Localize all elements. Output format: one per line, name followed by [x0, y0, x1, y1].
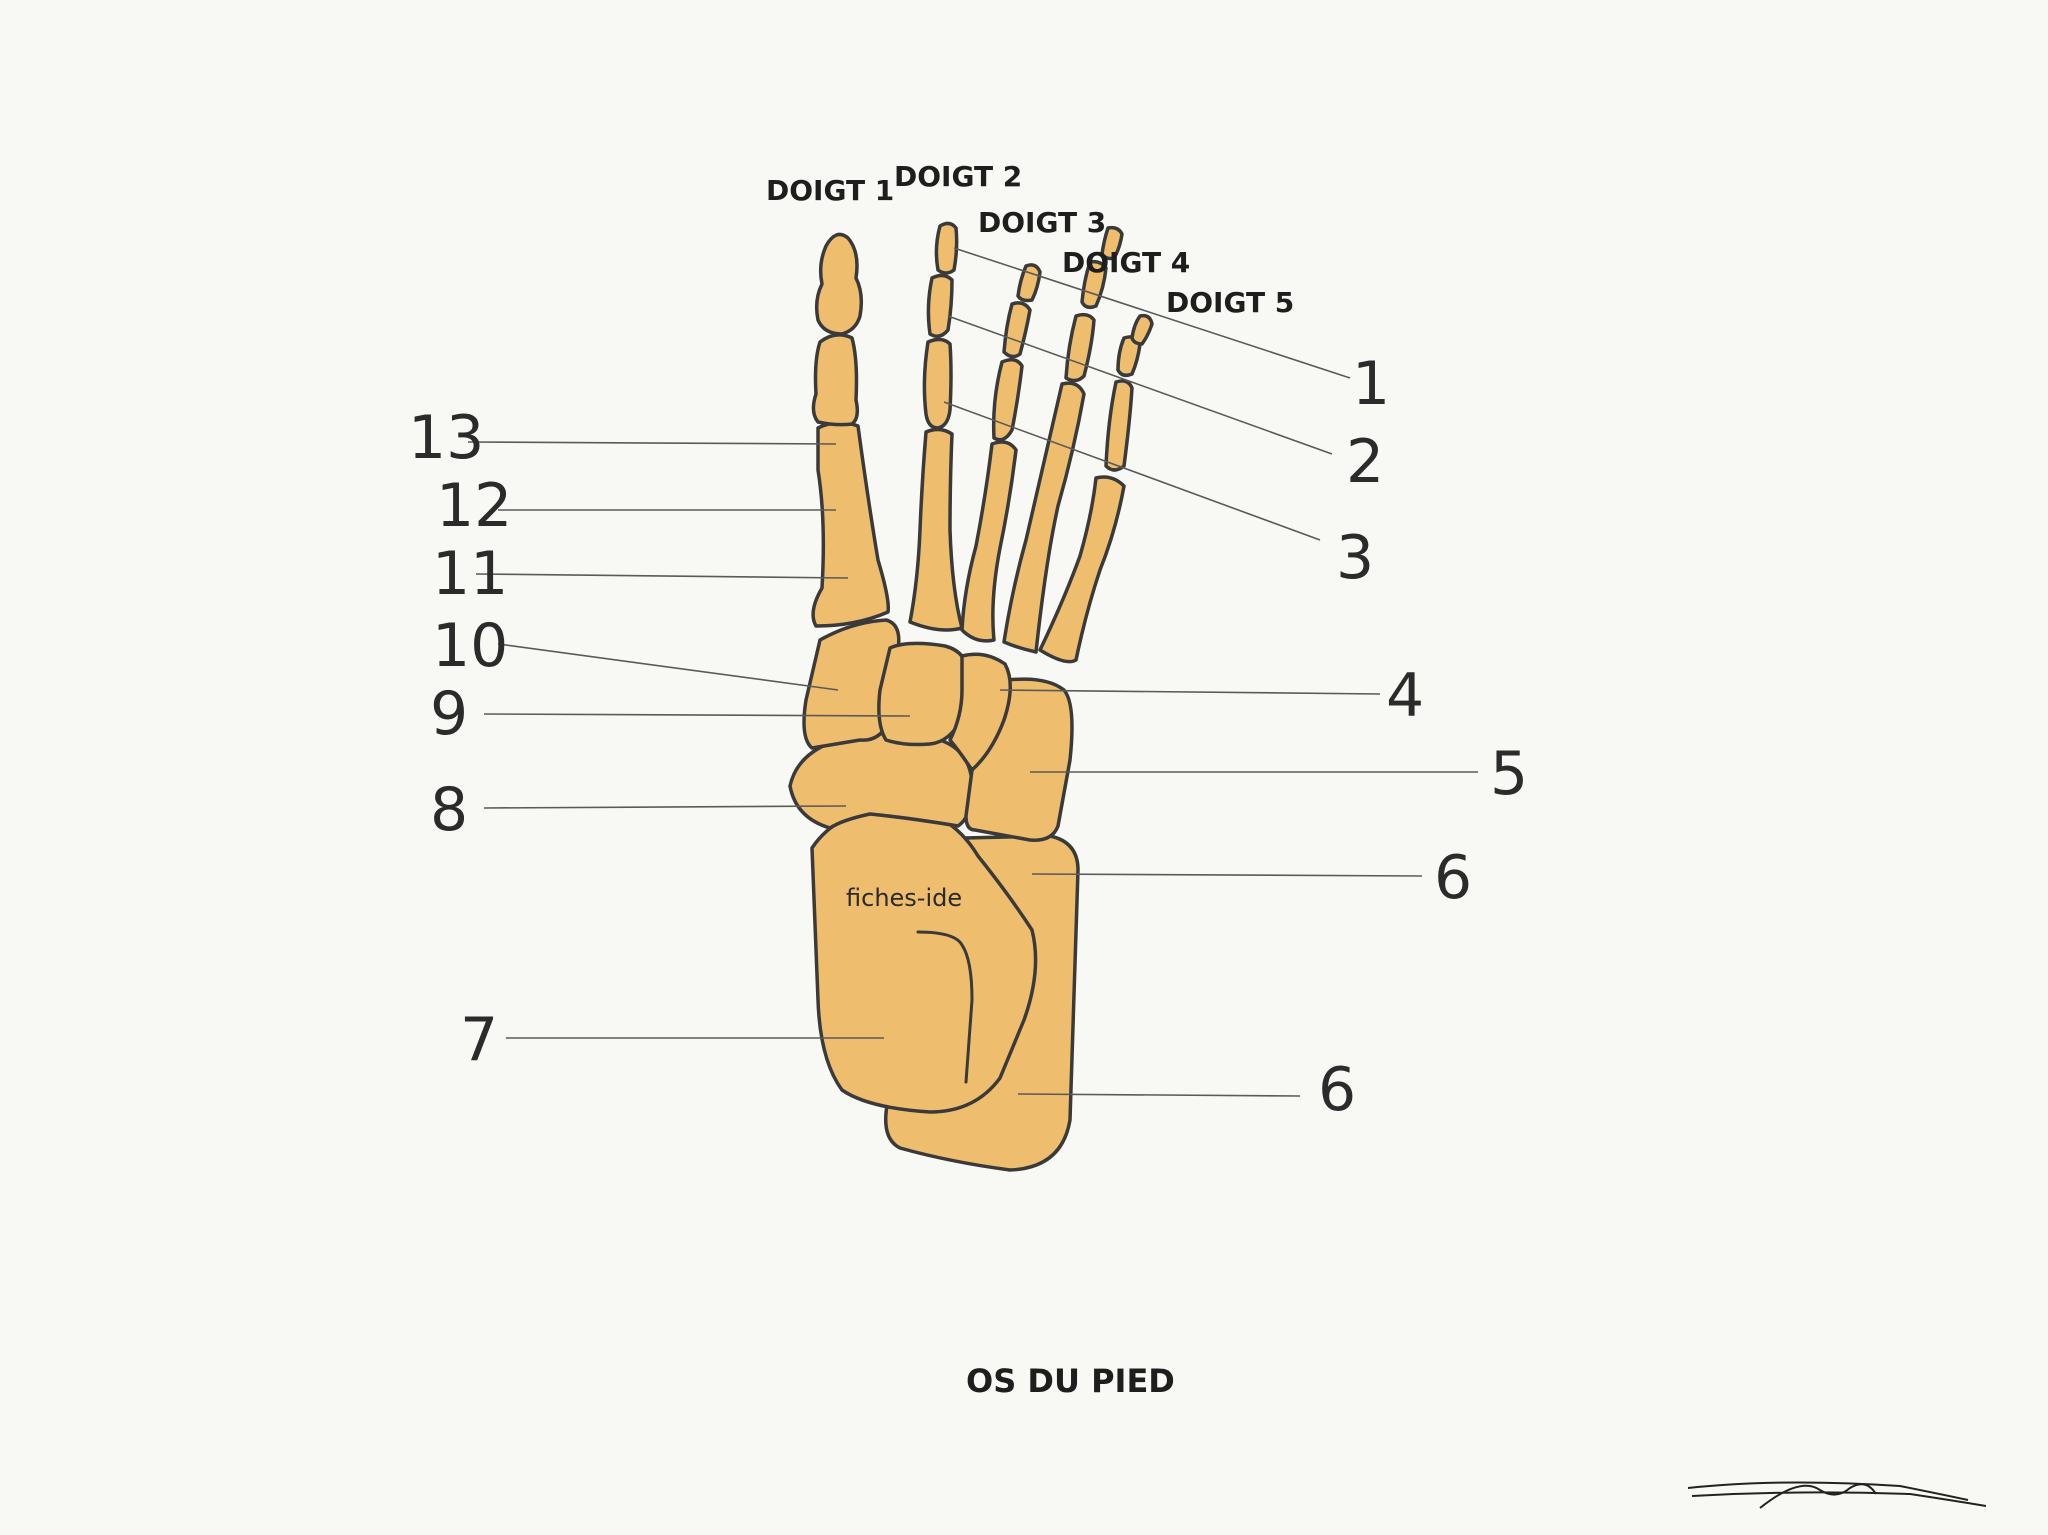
- toe1-distal-phalanx: [814, 232, 864, 336]
- metatarsal-1-bone: [811, 420, 891, 628]
- label-6a: 6: [1434, 843, 1472, 913]
- lateral-cuneiform-bone: [948, 652, 1012, 772]
- toe-label-3: DOIGT 3: [978, 206, 1106, 239]
- toe4-distal-phalanx: [1100, 225, 1124, 261]
- toe2-distal-phalanx: [934, 221, 959, 275]
- label-4: 4: [1386, 661, 1424, 731]
- label-7: 7: [460, 1005, 498, 1075]
- label-2: 2: [1346, 427, 1384, 497]
- toe2-middle-phalanx: [926, 273, 954, 338]
- watermark-text: fiches-ide: [846, 884, 962, 912]
- label-12: 12: [436, 471, 512, 541]
- toe-label-5: DOIGT 5: [1166, 286, 1294, 319]
- leader-1: [953, 247, 1351, 379]
- metatarsal-2-bone: [908, 427, 964, 632]
- metatarsal-5-bone: [1038, 475, 1126, 664]
- leader-11: [475, 573, 849, 579]
- toe5-proximal-phalanx: [1104, 379, 1134, 472]
- label-6b: 6: [1318, 1055, 1356, 1125]
- leader-2: [947, 315, 1333, 455]
- toe3-proximal-phalanx: [991, 358, 1024, 442]
- metatarsal-4-bone: [1002, 381, 1086, 654]
- toe-label-2: DOIGT 2: [894, 160, 1022, 193]
- toe4-proximal-phalanx: [1064, 312, 1096, 383]
- label-3: 3: [1336, 523, 1374, 593]
- label-13: 13: [408, 403, 484, 473]
- diagram-title: OS DU PIED: [966, 1362, 1175, 1400]
- metatarsal-3-bone: [960, 440, 1018, 643]
- label-10: 10: [432, 611, 508, 681]
- label-8: 8: [430, 775, 468, 845]
- label-5: 5: [1490, 739, 1528, 809]
- toe-label-4: DOIGT 4: [1062, 246, 1190, 279]
- signature: [1687, 1481, 1987, 1509]
- talus-groove: [916, 930, 974, 1084]
- leader-10: [497, 643, 839, 691]
- leader-8: [483, 805, 847, 809]
- label-1: 1: [1352, 349, 1390, 419]
- intermediate-cuneiform-bone: [877, 641, 970, 747]
- toe2-proximal-phalanx: [922, 337, 953, 430]
- label-9: 9: [430, 679, 468, 749]
- toe5-distal-phalanx: [1130, 313, 1154, 346]
- toe4-middle-phalanx: [1080, 259, 1108, 310]
- leader-4: [999, 689, 1381, 695]
- toe3-middle-phalanx: [1002, 301, 1032, 359]
- toe1-proximal-phalanx: [811, 333, 860, 427]
- leader-9: [483, 713, 911, 717]
- leader-6b: [1017, 1093, 1301, 1097]
- label-11: 11: [432, 539, 508, 609]
- toe-label-1: DOIGT 1: [766, 174, 894, 207]
- leader-3: [943, 401, 1321, 541]
- leader-13: [467, 441, 837, 445]
- leader-6a: [1031, 873, 1423, 877]
